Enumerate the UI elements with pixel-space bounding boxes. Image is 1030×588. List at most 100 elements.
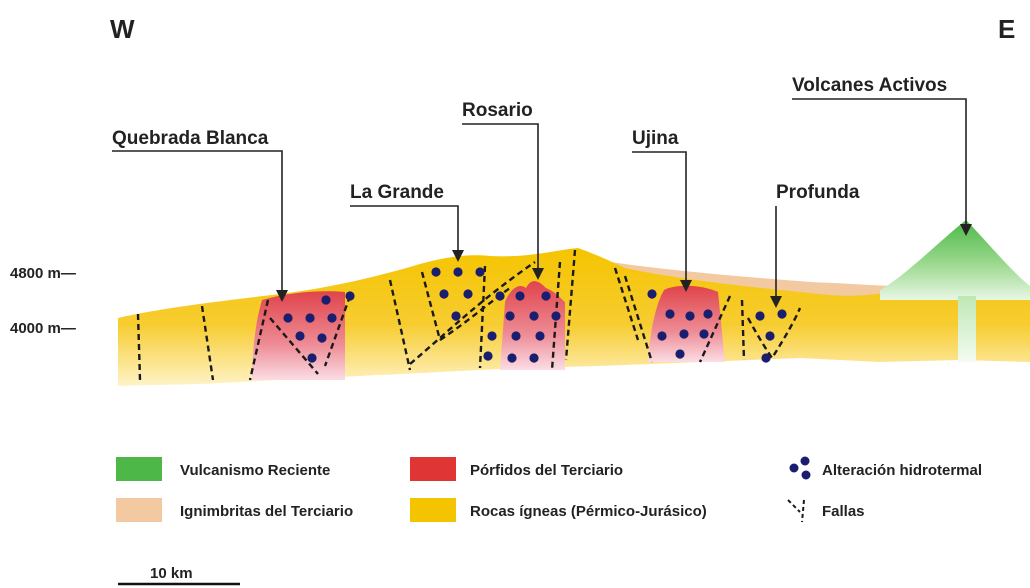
falla <box>323 295 352 367</box>
legend-label-ignimbritas: Ignimbritas del Terciario <box>180 503 353 520</box>
alteracion-dot <box>541 291 551 301</box>
pointer-line <box>462 123 539 270</box>
legend-label-rocas: Rocas ígneas (Pérmico-Jurásico) <box>470 503 707 520</box>
alteracion-dot <box>535 331 545 341</box>
site-label: Rosario <box>462 100 533 121</box>
falla <box>269 317 319 375</box>
legend-swatch-porfidos <box>410 457 456 481</box>
site-label: Profunda <box>776 182 860 203</box>
pointer-line <box>792 98 967 226</box>
alteracion-dot <box>685 311 695 321</box>
alteracion-dot <box>679 329 689 339</box>
falla <box>248 299 270 381</box>
alteracion-dot <box>453 267 463 277</box>
alteracion-dot <box>327 313 337 323</box>
alteracion-dot <box>505 311 515 321</box>
rocas-igneas-layer <box>118 248 1030 386</box>
legend-fault-line <box>801 499 805 523</box>
alteracion-dot <box>777 309 787 319</box>
alteracion-dot <box>451 311 461 321</box>
elevation-label-upper: 4800 m— <box>10 265 76 282</box>
site-label: Quebrada Blanca <box>112 128 269 149</box>
pointer-line <box>632 151 687 282</box>
legend-label-vulcanismo: Vulcanismo Reciente <box>180 462 330 479</box>
falla <box>439 287 511 341</box>
volcan-conducto <box>958 296 976 362</box>
alteracion-dot <box>345 291 355 301</box>
site-la-grande: La Grande <box>350 182 464 262</box>
legend-swatch-rocas <box>410 498 456 522</box>
alteracion-dot <box>463 289 473 299</box>
legend-dot <box>801 470 811 480</box>
alteracion-dot <box>439 289 449 299</box>
site-label: La Grande <box>350 182 444 203</box>
falla <box>613 267 640 341</box>
site-profunda: Profunda <box>770 182 860 308</box>
legend-fault-line <box>787 499 801 513</box>
alteracion-dot <box>699 329 709 339</box>
pointer-line <box>350 205 459 252</box>
legend-label-alteracion: Alteración hidrotermal <box>822 462 982 479</box>
legend-symbol-fallas <box>787 499 805 523</box>
falla <box>564 249 577 361</box>
legend: Vulcanismo Reciente Ignimbritas del Terc… <box>116 456 982 523</box>
falla <box>740 299 746 361</box>
legend-dot <box>789 463 799 473</box>
alteracion-hidrotermal-group <box>283 267 787 363</box>
alteracion-dot <box>551 311 561 321</box>
site-volcanes-activos: Volcanes Activos <box>792 75 972 236</box>
falla <box>388 279 412 371</box>
falla <box>478 265 487 369</box>
alteracion-dot <box>307 353 317 363</box>
site-quebrada-blanca: Quebrada Blanca <box>112 128 288 302</box>
east-label: E <box>998 14 1015 44</box>
falla <box>136 313 142 381</box>
alteracion-dot <box>755 311 765 321</box>
volcan-activo <box>880 220 1030 300</box>
site-label: Volcanes Activos <box>792 75 947 96</box>
falla <box>200 305 215 381</box>
legend-swatch-vulcanismo <box>116 457 162 481</box>
arrow-head <box>960 224 972 236</box>
alteracion-dot <box>657 331 667 341</box>
porfido-rosario <box>500 281 565 370</box>
alteracion-dot <box>665 309 675 319</box>
scale-bar-label: 10 km <box>150 565 193 582</box>
falla <box>698 295 732 363</box>
alteracion-dot <box>703 309 713 319</box>
legend-dot <box>800 456 810 466</box>
falla <box>409 261 536 365</box>
elevation-label-lower: 4000 m— <box>10 320 76 337</box>
legend-swatch-ignimbritas <box>116 498 162 522</box>
alteracion-dot <box>529 353 539 363</box>
falla <box>746 307 802 361</box>
alteracion-dot <box>295 331 305 341</box>
porfido-ujina <box>648 285 725 362</box>
alteracion-dot <box>321 295 331 305</box>
alteracion-dot <box>511 331 521 341</box>
scale-bar: 10 km <box>118 565 240 586</box>
alteracion-dot <box>475 267 485 277</box>
legend-label-porfidos: Pórfidos del Terciario <box>470 462 623 479</box>
alteracion-dot <box>495 291 505 301</box>
alteracion-dot <box>529 311 539 321</box>
alteracion-dot <box>761 353 771 363</box>
alteracion-dot <box>317 333 327 343</box>
site-label: Ujina <box>632 128 679 149</box>
arrow-head <box>770 296 782 308</box>
falla <box>420 271 442 341</box>
arrow-head <box>452 250 464 262</box>
arrow-head <box>276 290 288 302</box>
legend-label-fallas: Fallas <box>822 503 865 520</box>
alteracion-dot <box>483 351 493 361</box>
alteracion-dot <box>507 353 517 363</box>
arrow-head <box>532 268 544 280</box>
west-label: W <box>110 14 135 44</box>
alteracion-dot <box>675 349 685 359</box>
alteracion-dot <box>283 313 293 323</box>
alteracion-dot <box>431 267 441 277</box>
pointer-line <box>112 150 283 292</box>
alteracion-dot <box>515 291 525 301</box>
alteracion-dot <box>765 331 775 341</box>
